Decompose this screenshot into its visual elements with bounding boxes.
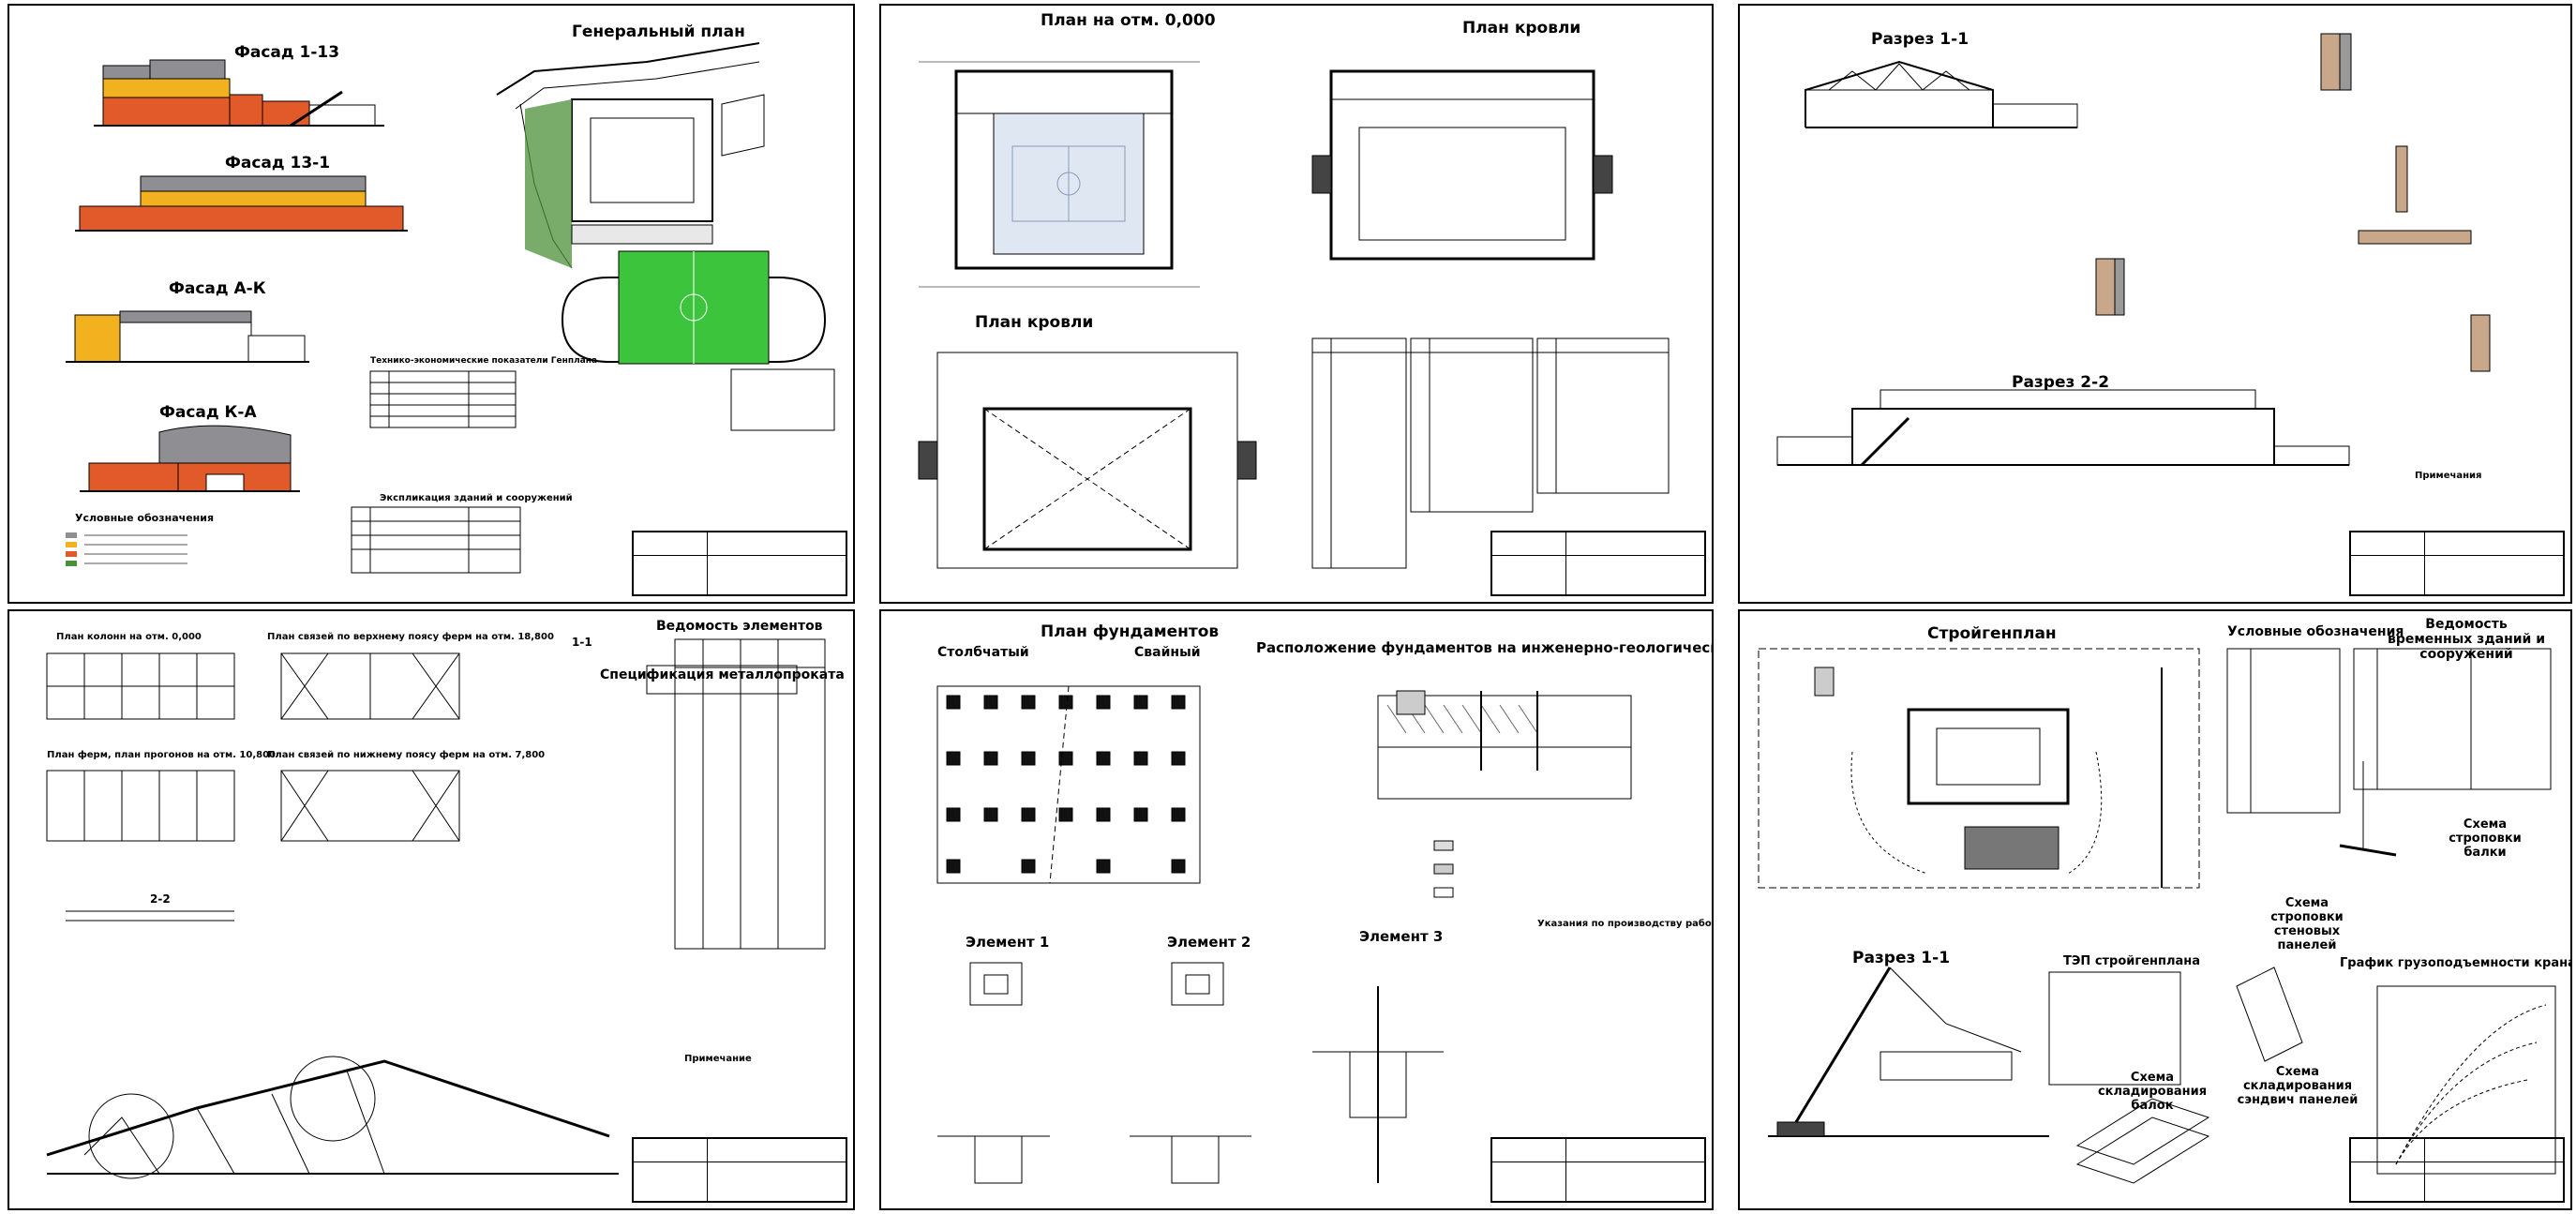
sheet-facades-site-plan: Фасад 1-13 Фасад 13-1 Фасад А-К Фасад К-… — [7, 4, 855, 604]
facade-k-a-title: Фасад К-А — [159, 403, 257, 422]
sheet-foundations: План фундаментов Столбчатый Свайный Расп… — [879, 609, 1714, 1210]
facade-a-k-drawing — [66, 310, 309, 363]
site-plan-title: Генеральный план — [572, 22, 745, 41]
title-block-stamp — [2349, 531, 2565, 596]
crane-chart-drawing — [2376, 985, 2556, 1175]
sheet-plans: План на отм. 0,000 План кровли План кров… — [879, 4, 1714, 604]
geology-title: Расположение фундаментов на инженерно-ге… — [1256, 639, 1712, 656]
section-1-1-drawing — [1805, 60, 2078, 128]
columns-plan-title: План колонн на отм. 0,000 — [56, 632, 202, 642]
foundation-plan-title: План фундаментов — [1041, 622, 1220, 641]
notes-title: Примечания — [2415, 471, 2482, 481]
storage-beams-title: Схема складирования балок — [2097, 1071, 2208, 1113]
crane-chart-title: График грузоподъемности крана КС-55744 — [2340, 956, 2572, 970]
sheet6-drawing — [1758, 648, 2556, 1184]
explication-title: Экспликация зданий и сооружений — [380, 493, 573, 503]
site-tables — [351, 368, 835, 574]
facade-13-1-drawing — [75, 175, 408, 232]
storage-schemes-drawing — [2075, 761, 2397, 1184]
stroygenplan-title: Стройгенплан — [1927, 624, 2057, 643]
sheet-steel-structures: План колонн на отм. 0,000 План связей по… — [7, 609, 855, 1210]
title-block-stamp — [2349, 1137, 2565, 1203]
elements-list-title: Ведомость элементов — [656, 619, 823, 634]
instructions-title: Указания по производству работ — [1537, 919, 1714, 929]
section-1-1-title: Разрез 1-1 — [1871, 30, 1969, 49]
title-block-stamp — [1490, 1137, 1706, 1203]
roof-plan-lower-drawing — [918, 352, 1257, 569]
detail-nodes — [2095, 33, 2491, 372]
tep-title: Технико-экономические показатели Генплан… — [370, 356, 598, 366]
legend-tables — [2048, 648, 2552, 1086]
sheet-sections: Разрез 1-1 Разрез 2-2 Примечания — [1738, 4, 2572, 604]
pile-title: Свайный — [1134, 645, 1201, 660]
title-block-stamp — [632, 531, 847, 596]
section-2-2-label: 2-2 — [150, 892, 171, 906]
facade-k-a-drawing — [80, 425, 300, 492]
facade-1-13-drawing — [94, 59, 384, 127]
column-plan-drawing — [46, 652, 235, 720]
foundation-elements-drawing — [937, 962, 1444, 1184]
sling-panels-title: Схема строповки стеновых панелей — [2270, 896, 2344, 952]
roof-plan-upper-title: План кровли — [1462, 19, 1581, 37]
lower-bracing-drawing — [280, 770, 460, 842]
facade-13-1-title: Фасад 13-1 — [225, 154, 331, 172]
sheet4-drawing — [46, 638, 826, 1179]
section-1-1-title: Разрез 1-1 — [1852, 949, 1951, 967]
facade-legend — [66, 532, 187, 566]
truss-plan-title: План ферм, план прогонов на отм. 10,800 — [47, 750, 276, 760]
upper-bracing-drawing — [280, 652, 460, 720]
lower-bracing-title: План связей по нижнему поясу ферм на отм… — [267, 750, 546, 760]
element-2-title: Элемент 2 — [1167, 934, 1251, 951]
element-1-title: Элемент 1 — [966, 934, 1050, 951]
section-2-2-drawing — [1776, 389, 2350, 467]
roof-plan-upper-drawing — [1311, 69, 1613, 261]
legend-title: Условные обозначения — [75, 512, 215, 524]
geology-section-drawing — [1377, 690, 1632, 898]
roof-plan-lower-title: План кровли — [975, 313, 1094, 332]
sheet5-drawing — [936, 685, 1632, 1184]
sling-beam-title: Схема строповки балки — [2449, 817, 2522, 860]
crane-section-drawing — [1768, 967, 2049, 1137]
title-block-stamp — [1490, 531, 1706, 596]
note-title: Примечание — [684, 1054, 752, 1064]
sheet1-drawing — [66, 42, 835, 574]
facade-a-k-title: Фасад А-К — [169, 279, 266, 298]
title-block-stamp — [632, 1137, 847, 1203]
upper-bracing-title: План связей по верхнему поясу ферм на от… — [267, 632, 554, 642]
plan-tables — [1311, 337, 1670, 569]
temp-buildings-title: Ведомость временных зданий и сооружений — [2387, 617, 2546, 662]
stroygenplan-drawing — [1758, 648, 2200, 889]
sheet-stroygenplan: Стройгенплан Условные обозначения Ведомо… — [1738, 609, 2572, 1210]
facade-1-13-title: Фасад 1-13 — [234, 43, 340, 62]
plan-000-title: План на отм. 0,000 — [1041, 11, 1216, 30]
foundation-plan-drawing — [936, 685, 1201, 884]
element-3-title: Элемент 3 — [1359, 928, 1444, 945]
site-plan-drawing — [496, 42, 827, 365]
truss-plan-drawing — [46, 770, 235, 842]
steel-spec-title: Спецификация металлопроката — [600, 667, 845, 682]
truss-elevation-drawing — [46, 910, 619, 1179]
section-2-2-title: Разрез 2-2 — [2012, 373, 2110, 392]
tep-sgp-title: ТЭП стройгенплана — [2063, 954, 2201, 968]
floor-plan-drawing — [919, 61, 1200, 288]
sheet3-drawing — [1776, 33, 2491, 467]
storage-sandwich-title: Схема складирования сэндвич панелей — [2237, 1065, 2359, 1107]
sgp-legend-title: Условные обозначения — [2227, 624, 2404, 639]
section-1-1-label: 1-1 — [572, 636, 592, 649]
columnar-title: Столбчатый — [937, 645, 1029, 660]
steel-spec-table — [646, 638, 826, 950]
sheet2-drawing — [918, 61, 1670, 569]
